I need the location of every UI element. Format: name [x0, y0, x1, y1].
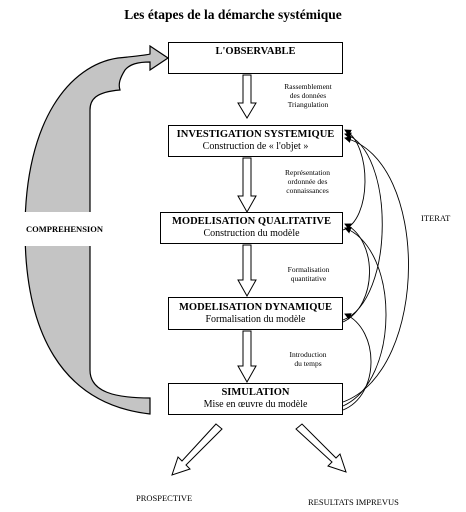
step-observable: L'OBSERVABLE	[168, 42, 343, 74]
iteration-arc-4	[342, 223, 370, 323]
note-line: Formalisation	[287, 265, 330, 274]
step-subtitle: Construction de « l'objet »	[202, 141, 309, 152]
step-simulation: SIMULATION Mise en œuvre du modèle	[168, 383, 343, 415]
step-modelisation-dynamique: MODELISATION DYNAMIQUE Formalisation du …	[168, 297, 343, 330]
iteration-label: ITERAT	[421, 213, 451, 223]
comprehension-loop	[24, 44, 170, 415]
note-line: connaissances	[286, 186, 329, 195]
flow-arrow-1	[237, 74, 257, 119]
output-arrows	[171, 423, 347, 476]
comprehension-text: COMPREHENSION	[26, 224, 103, 234]
comprehension-label: COMPREHENSION	[20, 212, 120, 246]
output-arrow-left	[171, 423, 223, 476]
transition-note-3: Formalisation quantitative	[276, 265, 341, 283]
iteration-arc-5	[342, 226, 387, 407]
note-line: Triangulation	[287, 100, 329, 109]
transition-note-2: Représentation ordonnée des connaissance…	[270, 168, 345, 195]
transition-note-4: Introduction du temps	[278, 350, 338, 368]
flow-arrow-4	[237, 330, 257, 384]
note-line: quantitative	[290, 274, 327, 283]
step-subtitle: Mise en œuvre du modèle	[203, 399, 308, 410]
step-investigation: INVESTIGATION SYSTEMIQUE Construction de…	[168, 125, 343, 157]
iteration-arc-3	[342, 136, 409, 403]
step-heading: INVESTIGATION SYSTEMIQUE	[176, 129, 335, 140]
note-line: des données	[289, 91, 327, 100]
step-subtitle: Construction du modèle	[203, 228, 300, 239]
flow-arrow-3	[237, 244, 257, 298]
note-line: Rassemblement	[284, 82, 332, 91]
iteration-arcs	[342, 129, 409, 411]
diagram-title: Les étapes de la démarche systémique	[124, 7, 342, 22]
step-heading: MODELISATION DYNAMIQUE	[179, 301, 332, 313]
output-arrow-right	[295, 423, 347, 473]
step-heading: SIMULATION	[221, 387, 290, 398]
output-prospective: PROSPECTIVE	[136, 493, 193, 503]
step-modelisation-qualitative: MODELISATION QUALITATIVE Construction du…	[160, 212, 343, 244]
step-heading: MODELISATION QUALITATIVE	[172, 216, 331, 227]
step-subtitle: Formalisation du modèle	[205, 313, 306, 325]
note-line: Représentation	[285, 168, 330, 177]
note-line: Introduction	[289, 350, 327, 359]
transition-note-1: Rassemblement des données Triangulation	[268, 82, 348, 109]
step-heading: L'OBSERVABLE	[215, 46, 296, 57]
note-line: du temps	[294, 359, 322, 368]
flow-arrow-2	[237, 157, 257, 214]
note-line: ordonnée des	[287, 177, 328, 186]
output-resultats-imprevus: RESULTATS IMPREVUS	[308, 497, 399, 507]
flow-arrows	[237, 74, 257, 384]
iteration-arc-6	[342, 313, 372, 411]
